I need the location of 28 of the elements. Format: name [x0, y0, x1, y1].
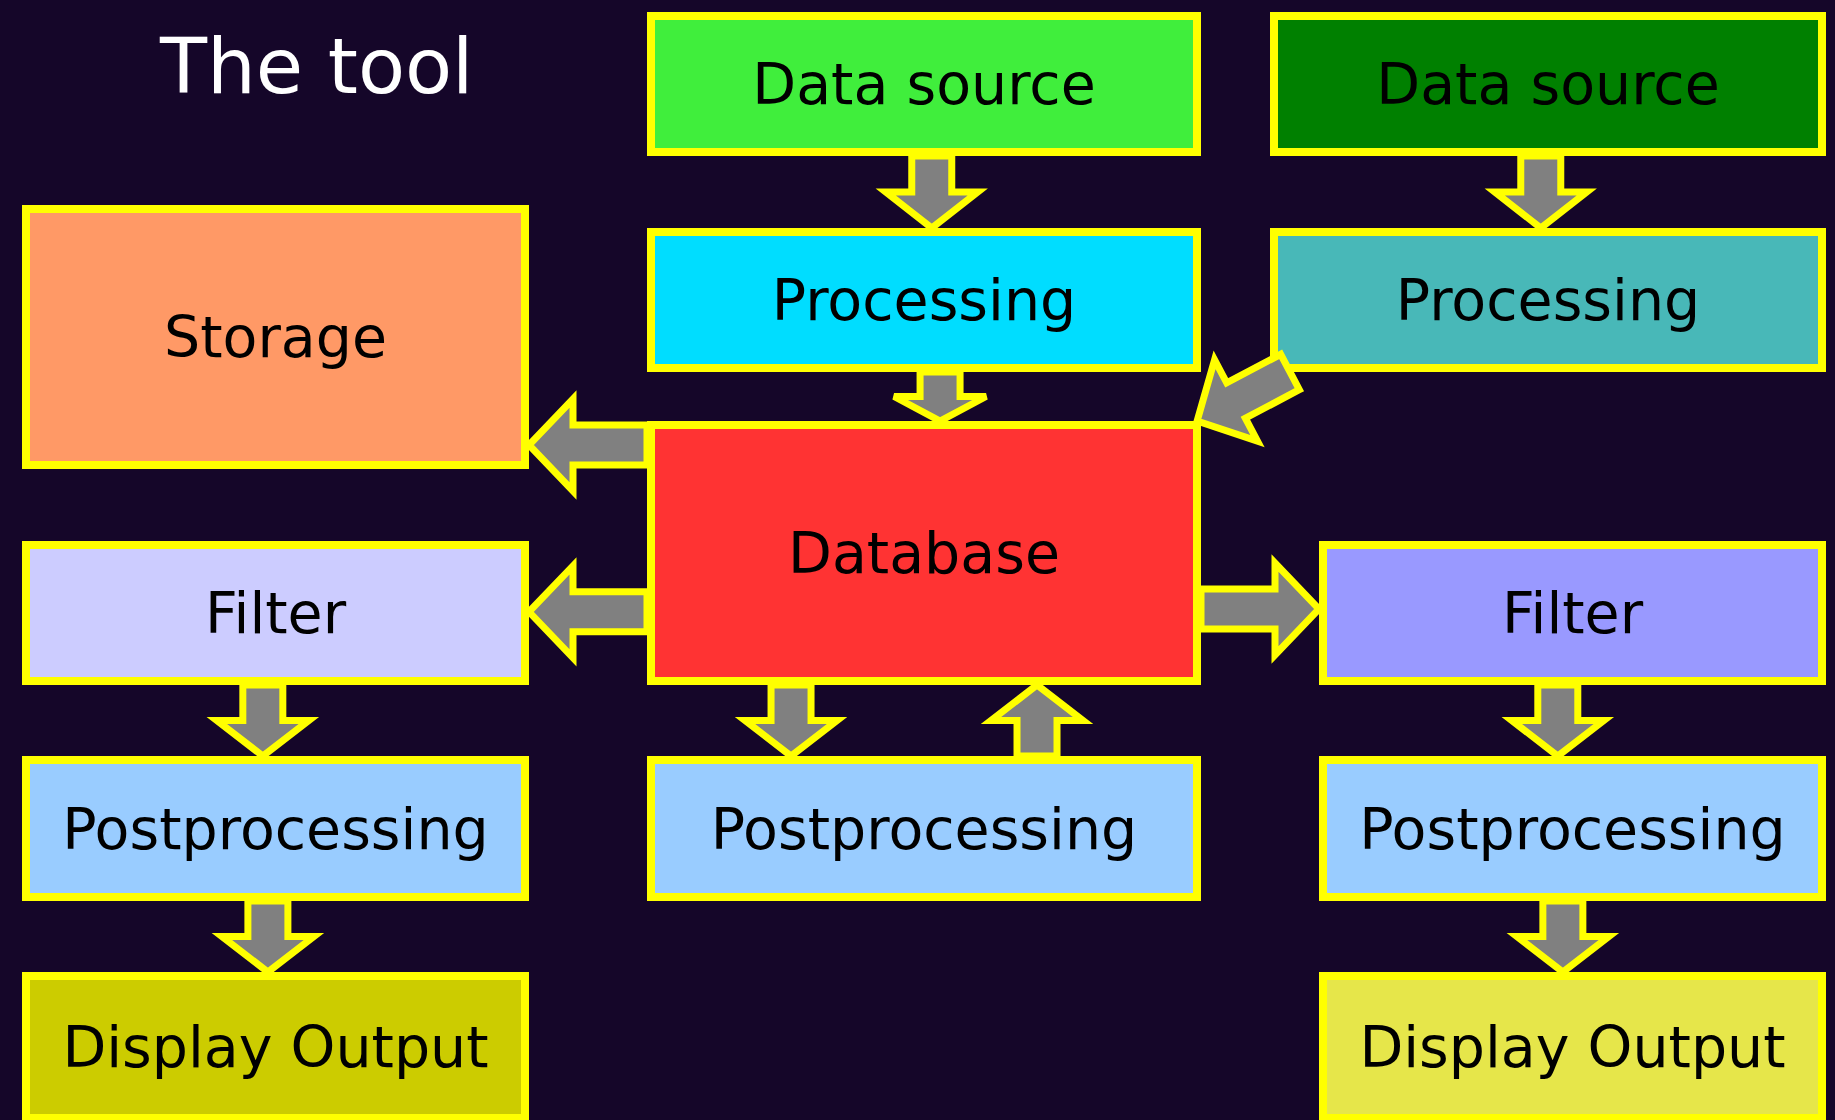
- box-label: Postprocessing: [710, 795, 1138, 862]
- box-label: Processing: [1395, 267, 1701, 333]
- process-box: [647, 12, 1201, 156]
- process-box: [647, 421, 1201, 685]
- box-label: Processing: [771, 267, 1077, 333]
- box-label: Data source: [752, 51, 1096, 117]
- process-box: [1270, 12, 1826, 156]
- process-box: [22, 972, 529, 1120]
- process-box: [22, 541, 529, 685]
- process-box: [1319, 972, 1826, 1120]
- block-arrow: [1192, 349, 1305, 448]
- box-label: Postprocessing: [62, 795, 489, 862]
- box-label: Display Output: [62, 1014, 489, 1080]
- box-label: Storage: [164, 304, 387, 370]
- process-box: [1270, 228, 1826, 372]
- box-label: Postprocessing: [1359, 795, 1786, 862]
- process-box: [22, 756, 529, 901]
- box-label: Data source: [1376, 51, 1720, 117]
- process-box: [647, 756, 1201, 901]
- process-box: [1319, 756, 1826, 901]
- diagram-title: The tool: [160, 22, 474, 111]
- box-label: Database: [788, 520, 1060, 586]
- box-label: Display Output: [1359, 1014, 1786, 1080]
- process-box: [647, 228, 1201, 372]
- box-label: Filter: [204, 580, 347, 646]
- box-label: Filter: [1501, 580, 1644, 646]
- process-box: [22, 205, 529, 469]
- process-box: [1319, 541, 1826, 685]
